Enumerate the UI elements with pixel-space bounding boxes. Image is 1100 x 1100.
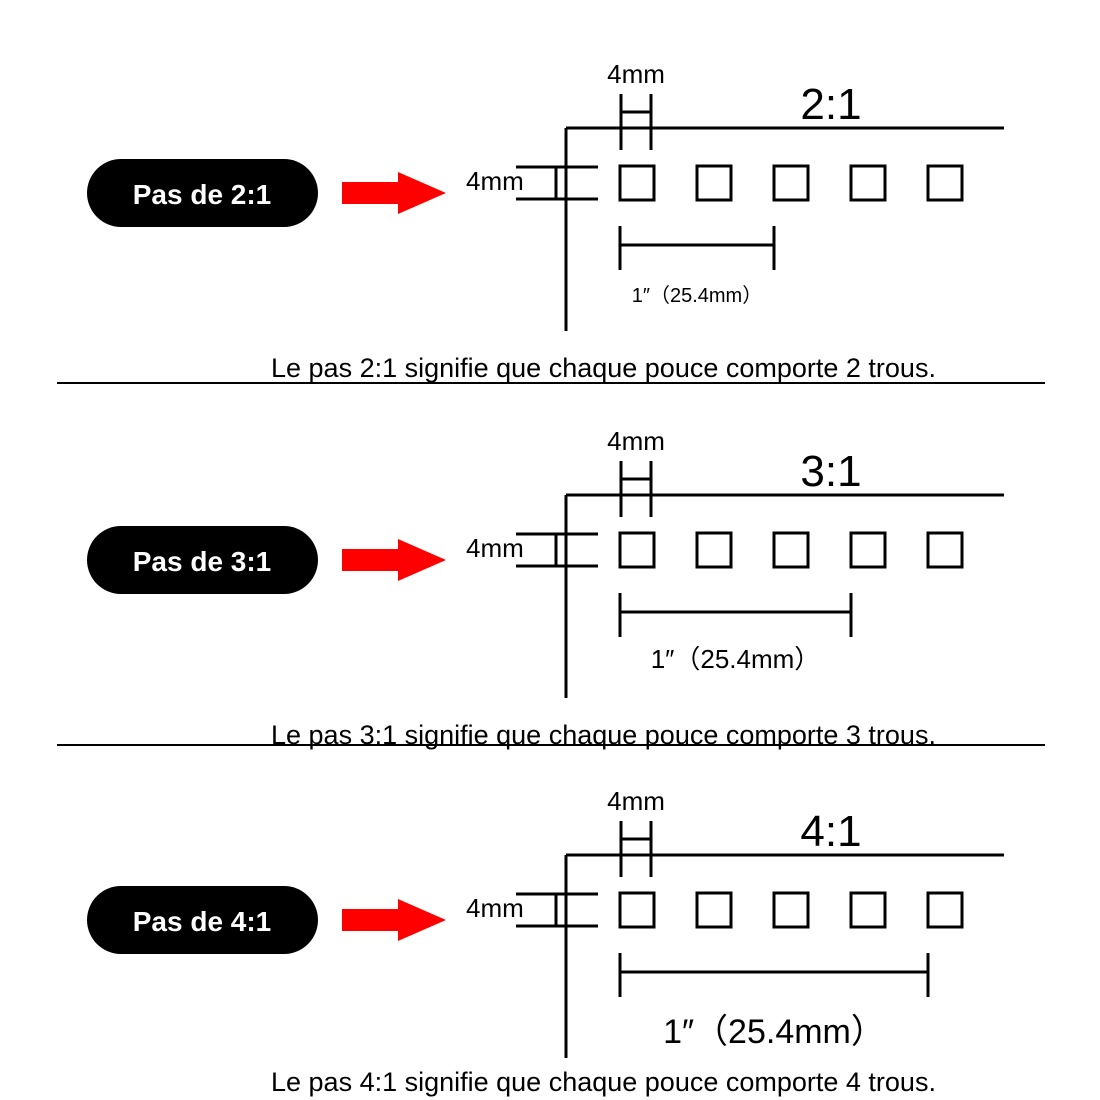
square-hole-icon: [772, 164, 810, 202]
inch-label: 1″（25.4mm）: [632, 284, 762, 307]
pill-background: [87, 159, 318, 227]
caption: Le pas 4:1 signifie que chaque pouce com…: [271, 1067, 936, 1097]
hole-width-label: 4mm: [607, 786, 665, 816]
arrow-right-icon: [342, 899, 446, 941]
square-hole-icon: [695, 891, 733, 929]
square-hole-icon: [695, 164, 733, 202]
square-hole-icon: [926, 164, 964, 202]
hole-width-label: 4mm: [607, 426, 665, 456]
square-hole-icon: [926, 531, 964, 569]
pill-label: Pas de 4:1: [133, 906, 272, 937]
hole-width-dimension: 4mm: [607, 426, 665, 517]
pill-background: [87, 526, 318, 594]
square-hole-icon: [695, 531, 733, 569]
hole-height-dimension: 4mm: [466, 892, 598, 928]
arrow-right-icon: [342, 539, 446, 581]
inch-label: 1″（25.4mm）: [663, 1013, 885, 1051]
square-hole-icon: [618, 891, 656, 929]
hole-width-label: 4mm: [607, 59, 665, 89]
square-hole-icon: [849, 891, 887, 929]
pitch-section-1: Pas de 2:1 4mm 2:1 4mm 1″（25.4mm） Le pas 2:1 …: [57, 59, 1045, 384]
pitch-pill: Pas de 3:1: [87, 526, 318, 594]
pill-label: Pas de 3:1: [133, 546, 272, 577]
square-hole-icon: [926, 891, 964, 929]
caption: Le pas 2:1 signifie que chaque pouce com…: [271, 353, 936, 383]
hole-row: [618, 531, 964, 569]
hole-height-label: 4mm: [466, 893, 524, 923]
square-hole-icon: [618, 164, 656, 202]
pitch-pill: Pas de 4:1: [87, 886, 318, 954]
square-hole-icon: [618, 531, 656, 569]
pill-label: Pas de 2:1: [133, 179, 272, 210]
hole-height-label: 4mm: [466, 533, 524, 563]
pitch-pill: Pas de 2:1: [87, 159, 318, 227]
hole-height-label: 4mm: [466, 166, 524, 196]
hole-width-dimension: 4mm: [607, 786, 665, 877]
inch-label: 1″（25.4mm）: [651, 644, 821, 674]
ratio-label: 4:1: [800, 807, 861, 856]
pitch-section-3: Pas de 4:1 4mm 4:1 4mm 1″（25.4mm） Le pas 4:1 …: [87, 786, 1004, 1097]
hole-height-dimension: 4mm: [466, 165, 598, 201]
hole-width-dimension: 4mm: [607, 59, 665, 150]
inch-dimension: 1″（25.4mm）: [618, 593, 853, 674]
square-hole-icon: [849, 164, 887, 202]
inch-dimension: 1″（25.4mm）: [618, 953, 930, 1051]
inch-dimension: 1″（25.4mm）: [618, 226, 776, 307]
square-hole-icon: [849, 531, 887, 569]
pill-background: [87, 886, 318, 954]
hole-row: [618, 891, 964, 929]
hole-height-dimension: 4mm: [466, 532, 598, 568]
arrow-right-icon: [342, 172, 446, 214]
square-hole-icon: [772, 891, 810, 929]
hole-row: [618, 164, 964, 202]
square-hole-icon: [772, 531, 810, 569]
ratio-label: 2:1: [800, 80, 861, 129]
ratio-label: 3:1: [800, 447, 861, 496]
